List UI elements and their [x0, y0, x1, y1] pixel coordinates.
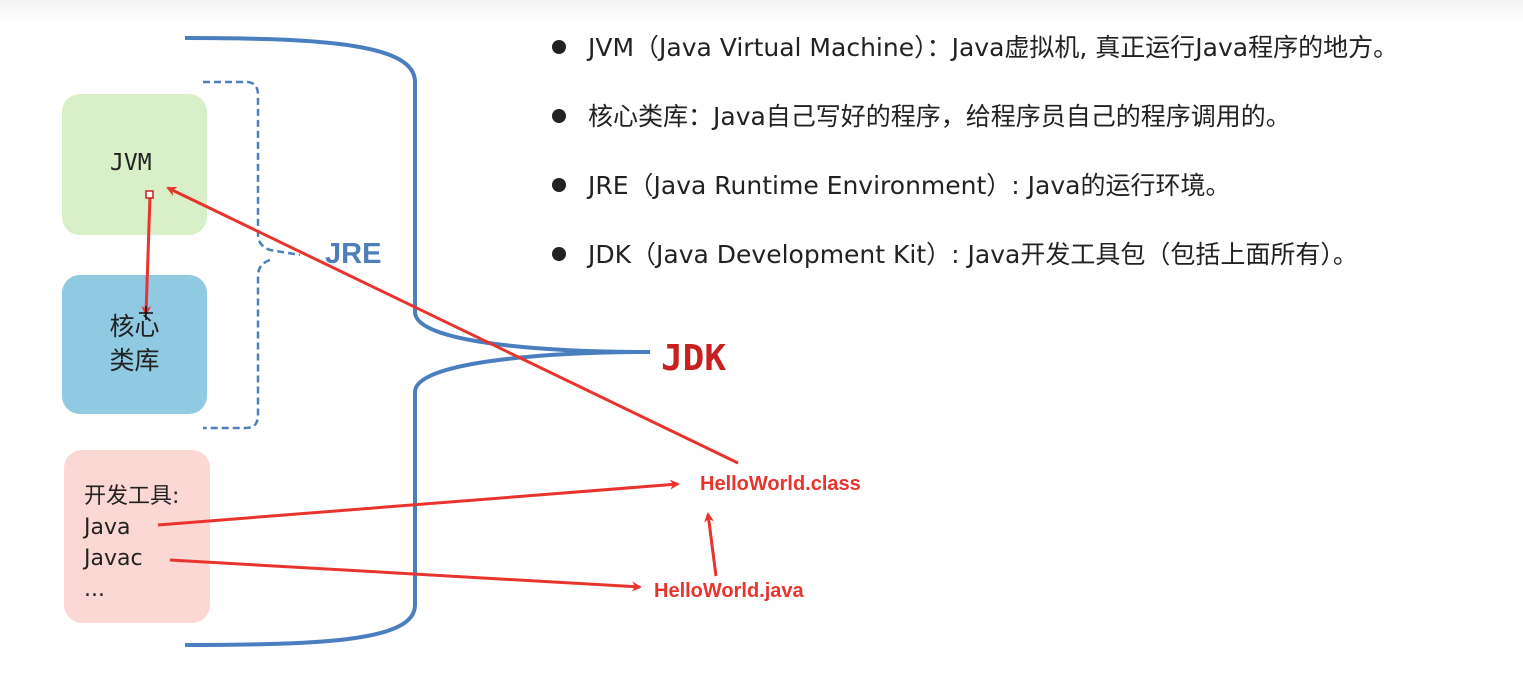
dev-tool-javac: Javac	[84, 546, 143, 571]
jdk-brace	[184, 36, 651, 647]
definition-jdk: JDK（Java Development Kit）: Java开发工具包（包括上…	[548, 235, 1398, 304]
bullet-icon	[552, 109, 566, 123]
jre-label: JRE	[325, 238, 382, 270]
definition-jre-text: JRE（Java Runtime Environment）: Java的运行环境…	[588, 171, 1231, 200]
dev-tools-title: 开发工具:	[84, 484, 180, 509]
jre-bracket	[203, 80, 301, 430]
core-library-box	[62, 275, 207, 414]
dev-tools-label: 开发工具: Java Javac ...	[84, 481, 179, 605]
definition-jre: JRE（Java Runtime Environment）: Java的运行环境…	[548, 166, 1398, 235]
bullet-icon	[552, 178, 566, 192]
arrow-class-to-jvm	[166, 186, 739, 465]
jvm-label: JVM	[110, 150, 152, 176]
arrow-java-file-to-class	[704, 512, 718, 577]
dev-tools-box	[64, 450, 210, 623]
jvm-box	[62, 94, 207, 235]
definition-core-library: 核心类库：Java自己写好的程序，给程序员自己的程序调用的。	[548, 97, 1398, 166]
core-library-line-1: 核心	[109, 312, 160, 341]
bullet-icon	[552, 40, 566, 54]
arrow-java-tool-to-class	[157, 479, 680, 527]
core-library-line-2: 类库	[109, 346, 160, 375]
arrow-javac-tool-to-java-file	[169, 558, 642, 592]
top-shade	[0, 0, 1523, 22]
jvm-anchor-point	[145, 190, 154, 199]
definition-jdk-text: JDK（Java Development Kit）: Java开发工具包（包括上…	[588, 240, 1358, 269]
dev-tool-java: Java	[84, 515, 131, 540]
helloworld-class-file: HelloWorld.class	[700, 473, 861, 495]
bullet-icon	[552, 247, 566, 261]
cursor-crosshair-icon	[139, 306, 153, 320]
definition-jvm-text: JVM（Java Virtual Machine）：Java虚拟机, 真正运行J…	[588, 33, 1399, 62]
core-library-label: 核心 类库	[62, 310, 207, 378]
definition-core-library-text: 核心类库：Java自己写好的程序，给程序员自己的程序调用的。	[588, 102, 1291, 131]
jdk-label: JDK	[661, 338, 727, 379]
arrow-jvm-to-core-library	[141, 195, 152, 316]
dev-tool-more: ...	[84, 577, 105, 602]
definition-jvm: JVM（Java Virtual Machine）：Java虚拟机, 真正运行J…	[548, 28, 1398, 97]
helloworld-java-file: HelloWorld.java	[654, 580, 804, 602]
definitions-list: JVM（Java Virtual Machine）：Java虚拟机, 真正运行J…	[548, 28, 1398, 304]
